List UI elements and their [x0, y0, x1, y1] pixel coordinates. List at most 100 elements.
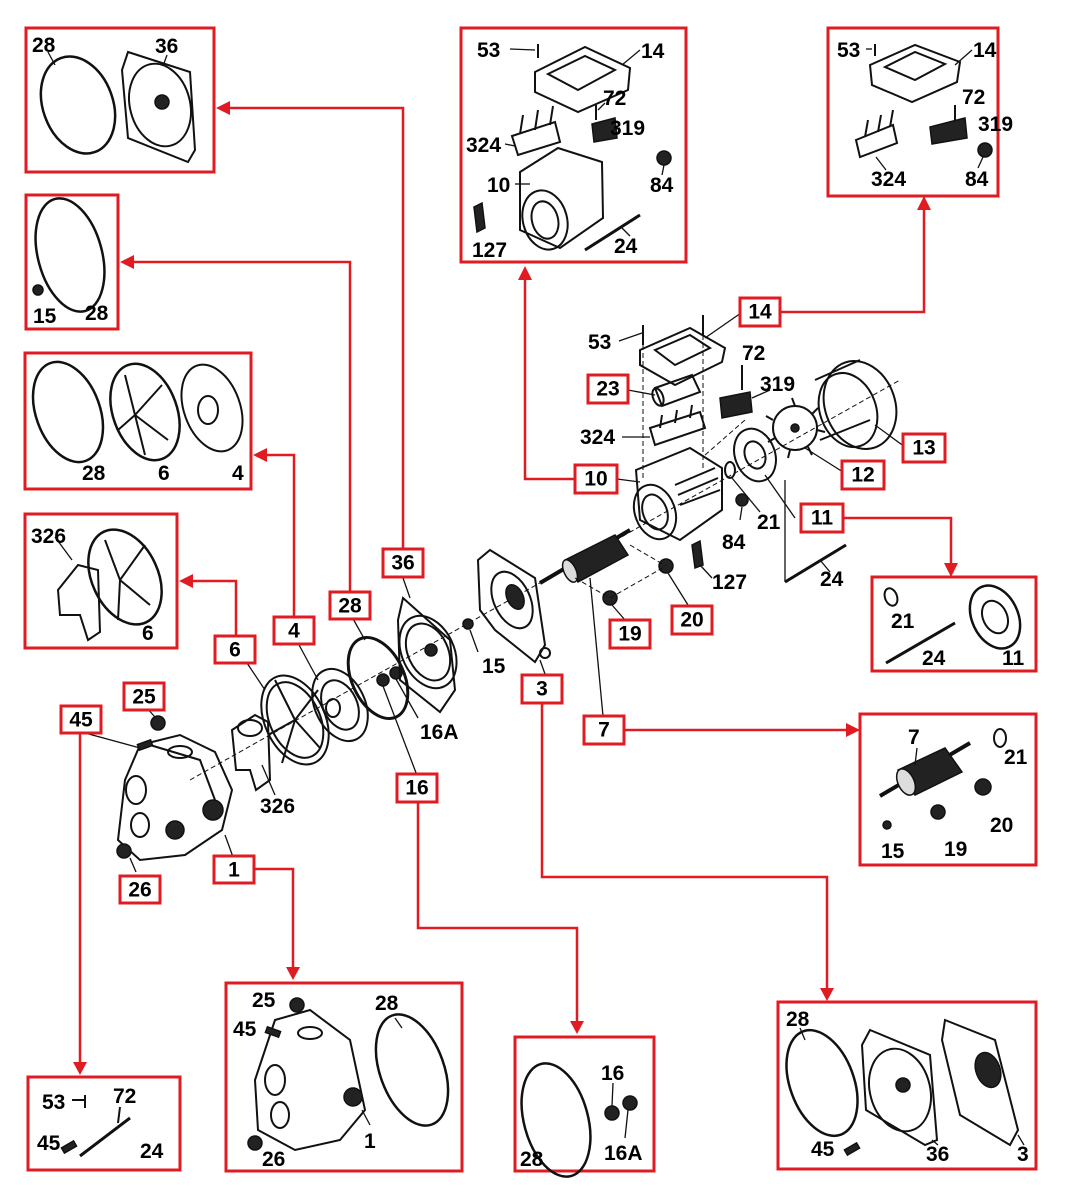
pump-body-part: [116, 733, 234, 862]
kit-box-7[interactable]: 7 21 20 15 19: [858, 712, 1038, 867]
kit16-label-16A: 16A: [604, 1142, 643, 1165]
arrowhead-16: [570, 1021, 584, 1034]
kit7-label-21: 21: [1004, 746, 1028, 769]
callout-3[interactable]: 3: [520, 673, 564, 705]
label-127: 127: [712, 571, 747, 594]
kit7-label-19: 19: [944, 838, 967, 861]
connector-11: [843, 516, 953, 566]
callout-7[interactable]: 7: [582, 714, 626, 746]
callout-4[interactable]: 4: [272, 615, 316, 646]
callout-23[interactable]: 23: [586, 373, 630, 405]
kit4-label-28: 28: [82, 462, 106, 485]
kit16-label-16: 16: [601, 1062, 624, 1085]
callouts: 45 25 26 1 6 4 28 36 16 3 7 19 20 10 23 …: [59, 296, 947, 905]
kit45-label-24: 24: [140, 1140, 164, 1163]
plug-26-part: [116, 843, 132, 859]
impeller-6-part: [260, 674, 330, 766]
svg-text:14: 14: [748, 301, 772, 324]
kit1-label-25: 25: [252, 989, 276, 1012]
kit-box-28[interactable]: 15 28: [24, 191, 120, 331]
switch-319-part: [719, 391, 753, 419]
connectors: [73, 101, 958, 1075]
kit-box-1[interactable]: 25 28 45 1 26: [224, 981, 464, 1173]
kit14-label-319: 319: [978, 113, 1013, 136]
kit45-label-45: 45: [37, 1132, 61, 1155]
arrowhead-36: [216, 101, 230, 115]
svg-text:1: 1: [228, 859, 240, 882]
bracket-3-part: [476, 548, 551, 664]
kit10-label-14: 14: [641, 40, 665, 63]
kit3-label-45: 45: [811, 1138, 835, 1161]
arrowhead-7: [846, 723, 860, 737]
callout-25[interactable]: 25: [122, 681, 166, 712]
kit-box-4[interactable]: 28 6 4: [20, 351, 254, 491]
callout-16[interactable]: 16: [395, 772, 439, 804]
arrowhead-4: [253, 448, 267, 462]
svg-text:16: 16: [405, 777, 428, 800]
arrowhead-1: [286, 967, 300, 980]
callout-11[interactable]: 11: [799, 502, 845, 534]
motor-housing-10-part: [632, 446, 723, 542]
seal-plate-36-part: [396, 596, 458, 714]
arrowhead-10: [518, 266, 532, 280]
kit-box-3[interactable]: 28 45 36 3: [773, 1000, 1038, 1171]
connector-4: [263, 453, 296, 617]
kit4-label-6: 6: [158, 462, 170, 485]
main-assembly: 53 72 319 324 21 84 127 24 15 16A 326: [84, 312, 906, 873]
kit-box-45[interactable]: 53 72 45 24: [26, 1075, 182, 1172]
svg-text:13: 13: [912, 437, 935, 460]
svg-text:25: 25: [132, 686, 156, 709]
callout-10[interactable]: 10: [573, 463, 619, 495]
kit3-label-36: 36: [926, 1143, 949, 1166]
kit7-label-20: 20: [990, 814, 1013, 837]
capacitor-23-part: [651, 373, 702, 408]
callout-28[interactable]: 28: [328, 590, 372, 621]
svg-text:11: 11: [811, 507, 834, 530]
kit-box-36[interactable]: 28 36: [24, 26, 216, 174]
clamp-127-part: [691, 539, 704, 570]
label-16A: 16A: [420, 721, 459, 744]
kit10-label-24: 24: [614, 235, 638, 258]
callout-13[interactable]: 13: [901, 432, 947, 464]
callout-45[interactable]: 45: [59, 704, 103, 735]
callout-6[interactable]: 6: [213, 634, 257, 665]
kit3-label-28: 28: [786, 1008, 810, 1031]
kit45-label-53: 53: [42, 1091, 65, 1114]
kit36-label-36: 36: [155, 35, 178, 58]
plug-25-part: [150, 715, 166, 731]
callout-19[interactable]: 19: [608, 618, 652, 650]
end-shield-11-part: [733, 427, 777, 483]
callout-14[interactable]: 14: [738, 296, 782, 328]
svg-text:4: 4: [288, 620, 300, 643]
callout-36[interactable]: 36: [381, 547, 425, 579]
seal-plate-part: [120, 50, 197, 164]
callout-26[interactable]: 26: [118, 874, 162, 905]
connector-3: [540, 703, 829, 990]
kit-box-6[interactable]: 326 6: [23, 512, 179, 650]
diffuser-plate-4-part: [311, 667, 369, 743]
tie-rod-24-part: [784, 543, 847, 584]
kit10-label-53: 53: [477, 39, 500, 62]
kit10-label-319: 319: [610, 117, 645, 140]
kit10-label-127: 127: [472, 239, 507, 262]
kit-box-10[interactable]: 53 14 72 319 324 84 10 127 24: [459, 26, 688, 264]
callout-20[interactable]: 20: [670, 604, 714, 636]
kit14-label-53: 53: [837, 39, 860, 62]
svg-text:26: 26: [128, 879, 151, 902]
svg-text:20: 20: [680, 609, 703, 632]
callout-1[interactable]: 1: [212, 854, 256, 885]
plug-16-part: [376, 673, 390, 687]
kit-box-14[interactable]: 53 14 72 319 324 84: [826, 26, 1013, 198]
kit-box-16[interactable]: 16 28 16A: [510, 1035, 656, 1184]
arrowhead-11: [944, 563, 958, 577]
o-ring-28-part: [346, 636, 410, 720]
svg-text:23: 23: [596, 378, 619, 401]
kit1-label-1: 1: [364, 1130, 376, 1153]
terminal-block-324-part: [648, 404, 707, 447]
kit3-label-3: 3: [1017, 1143, 1029, 1166]
kit-box-11[interactable]: 21 24 11: [870, 575, 1038, 673]
callout-12[interactable]: 12: [840, 459, 886, 491]
svg-text:12: 12: [851, 464, 874, 487]
label-84: 84: [722, 531, 746, 554]
